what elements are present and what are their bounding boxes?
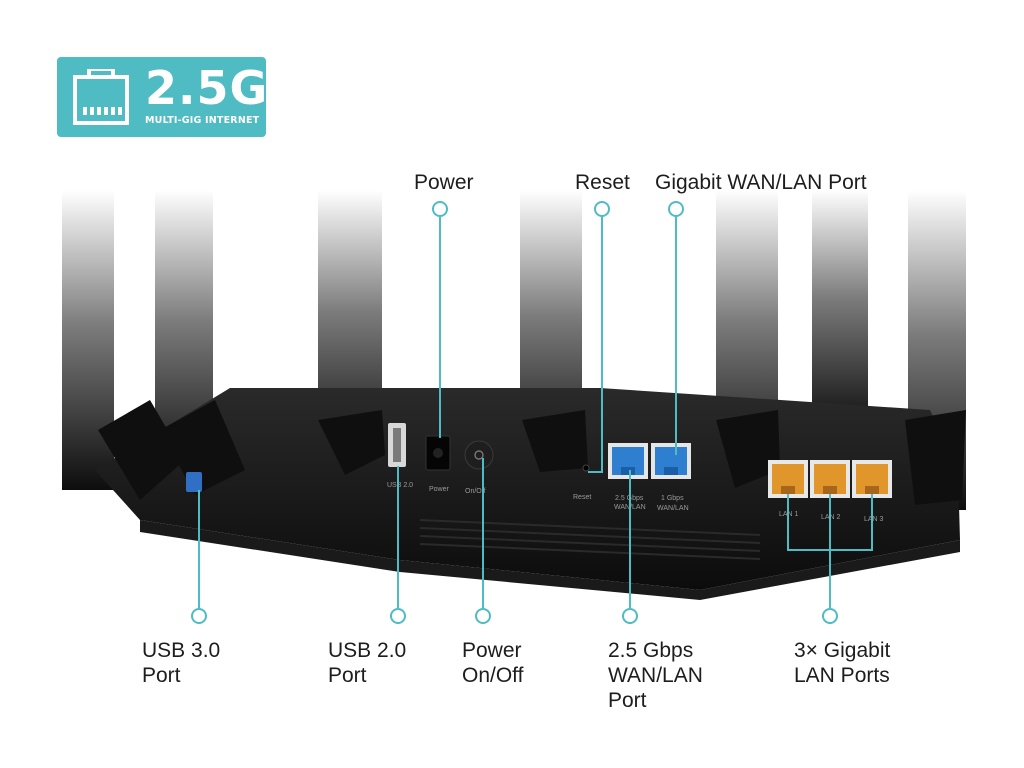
multi-gig-badge: 2.5G MULTI-GIG INTERNET [57,57,269,137]
antenna-group-back [62,190,966,510]
badge-speed: 2.5G [145,61,269,115]
device-label-wan1-1: 1 Gbps [661,495,684,502]
ethernet-port-icon [69,67,133,132]
label-power: Power [414,171,474,194]
power-jack [425,435,451,471]
antenna-bases [98,400,966,505]
callout-lines [191,201,873,624]
label-usb30-port: USB 3.0 Port [142,639,221,687]
device-label-power: Power [429,486,450,493]
label-reset: Reset [575,171,630,194]
device-label-wan1-2: WAN/LAN [657,505,689,512]
usb30-port [186,472,202,492]
label-power-onoff: Power On/Off [462,639,524,687]
wan-ports [608,443,691,479]
usb20-port [388,423,406,467]
reset-button [582,464,590,472]
label-gigabit-wan-lan-port: Gigabit WAN/LAN Port [655,171,867,194]
badge-subtitle: MULTI-GIG INTERNET [145,115,260,126]
device-label-lan3: LAN 3 [864,516,884,523]
device-label-usb20: USB 2.0 [387,482,413,489]
power-button [464,440,494,470]
device-label-onoff: On/Off [465,488,486,495]
label-wan25-port: 2.5 Gbps WAN/LAN Port [608,639,703,712]
label-lan-ports: 3× Gigabit LAN Ports [794,639,891,687]
lan-ports [768,460,892,498]
device-label-reset: Reset [573,494,591,501]
label-usb20-port: USB 2.0 Port [328,639,407,687]
